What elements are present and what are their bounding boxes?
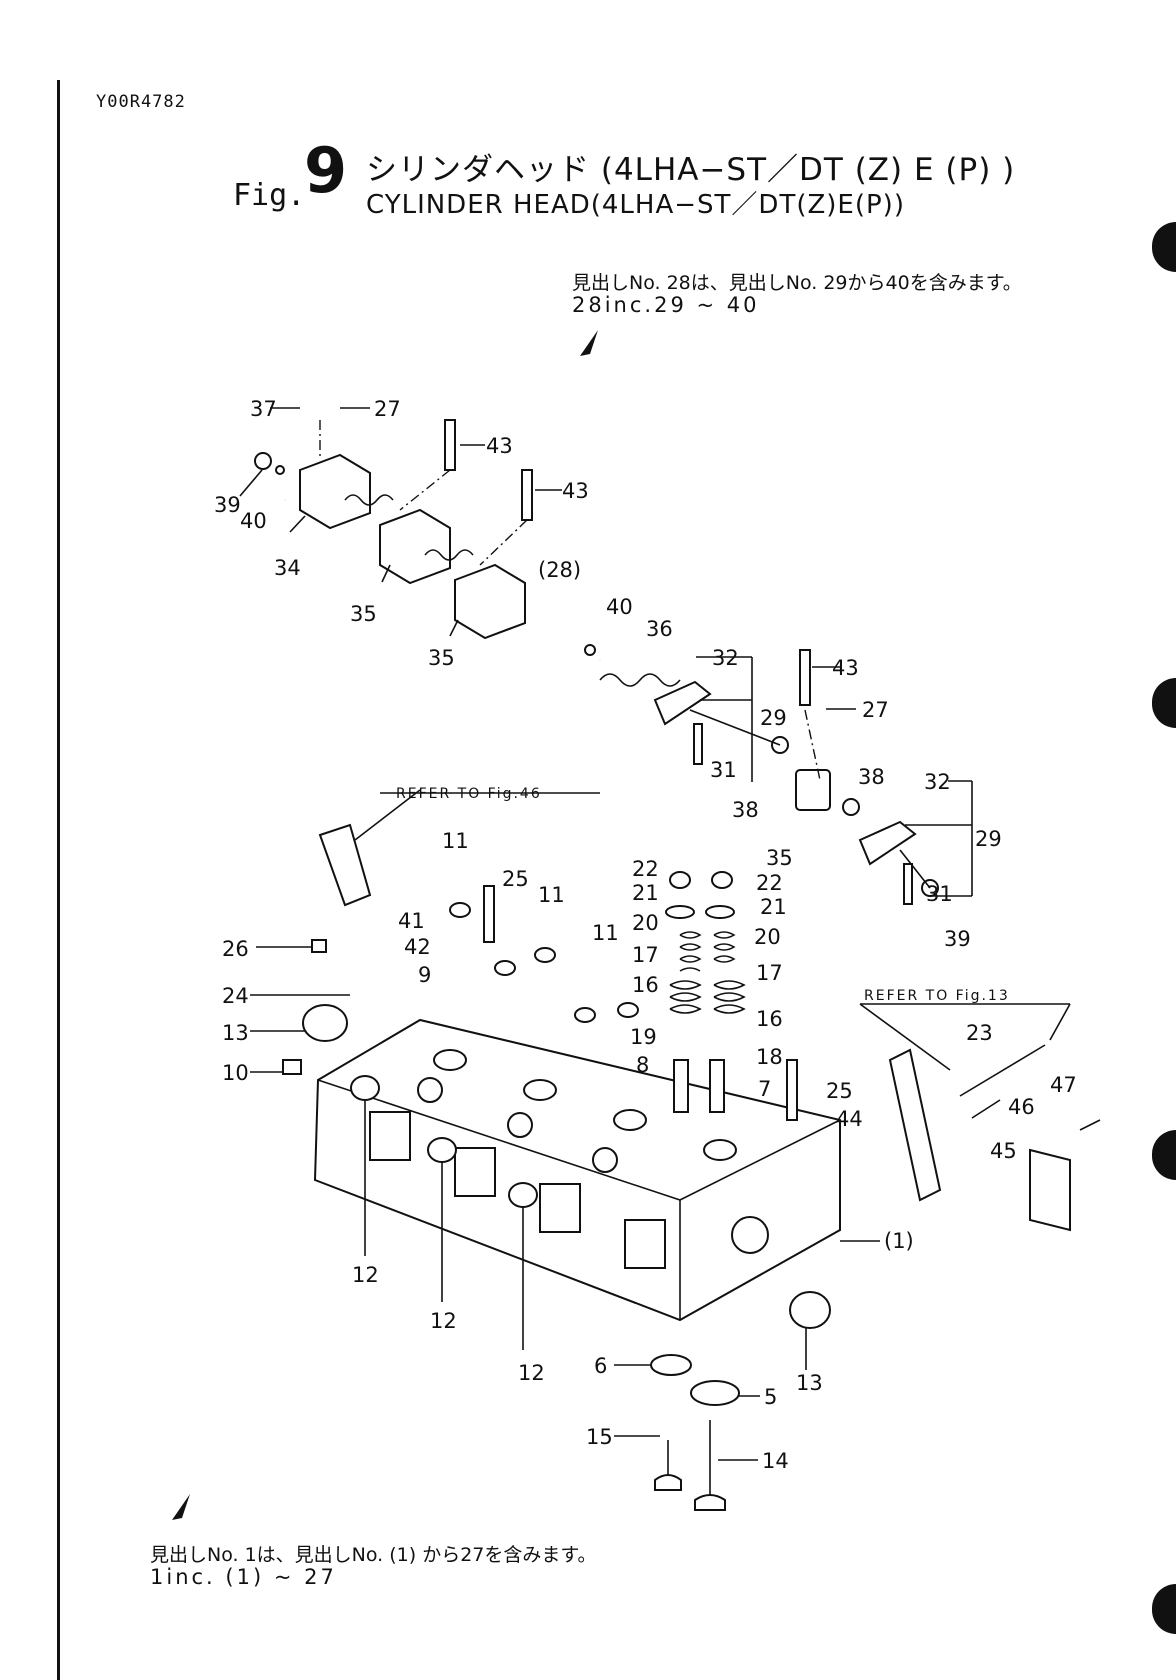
note-top: 見出しNo. 28は、見出しNo. 29から40を含みます。 28inc.29 … [572, 272, 1022, 316]
callout-28: (28) [538, 558, 581, 582]
callout-1: (1) [884, 1229, 914, 1253]
callout-17: 17 [756, 961, 783, 985]
callout-11: 11 [592, 921, 619, 945]
callout-35: 35 [428, 646, 455, 670]
rocker-arm-assembly [254, 419, 939, 905]
fig-number: 9 [304, 134, 348, 207]
callout-41: 41 [398, 909, 425, 933]
callout-11: 11 [442, 829, 469, 853]
note-top-english: 28inc.29 ~ 40 [572, 293, 760, 317]
callout-22: 22 [632, 857, 659, 881]
callout-9: 9 [418, 963, 431, 987]
callout-5: 5 [764, 1385, 777, 1409]
callout-21: 21 [760, 895, 787, 919]
callout-14: 14 [762, 1449, 789, 1473]
callout-36: 36 [646, 617, 673, 641]
refer-fig-46: REFER TO Fig.46 [396, 786, 542, 802]
callout-29: 29 [975, 827, 1002, 851]
note-bottom-english: 1inc. (1) ~ 27 [150, 1565, 337, 1589]
callout-43: 43 [832, 656, 859, 680]
callout-47: 47 [1050, 1073, 1077, 1097]
callout-31: 31 [926, 882, 953, 906]
callout-6: 6 [594, 1354, 607, 1378]
callout-44: 44 [836, 1107, 863, 1131]
margin-line [57, 80, 60, 1680]
document-id: Y00R4782 [96, 92, 186, 112]
callout-42: 42 [404, 935, 431, 959]
callout-40: 40 [606, 595, 633, 619]
callout-16: 16 [632, 973, 659, 997]
callout-37: 37 [250, 397, 277, 421]
callout-26: 26 [222, 937, 249, 961]
callout-35: 35 [350, 602, 377, 626]
note-bottom: 見出しNo. 1は、見出しNo. (1) から27を含みます。 1inc. (1… [150, 1544, 596, 1588]
callout-25: 25 [826, 1079, 853, 1103]
callout-31: 31 [710, 758, 737, 782]
callout-32: 32 [924, 770, 951, 794]
callout-labels: 37 27 43 43 39 40 34 35 35 (28) 40 36 32… [214, 397, 1077, 1473]
arrow-top [580, 330, 598, 356]
callout-38: 38 [858, 765, 885, 789]
fig-word: Fig. [233, 178, 306, 213]
note-bottom-japanese: 見出しNo. 1は、見出しNo. (1) から27を含みます。 [150, 1544, 597, 1566]
callout-27: 27 [862, 698, 889, 722]
callout-46: 46 [1008, 1095, 1035, 1119]
arrow-bottom [172, 1494, 190, 1520]
callout-13: 13 [796, 1371, 823, 1395]
callout-43: 43 [486, 434, 513, 458]
callout-40: 40 [240, 509, 267, 533]
callout-7: 7 [758, 1077, 771, 1101]
callout-21: 21 [632, 881, 659, 905]
injector [318, 789, 421, 907]
cylinder-head-body [313, 1018, 841, 1322]
callout-32: 32 [712, 646, 739, 670]
callout-12: 12 [430, 1309, 457, 1333]
callout-16: 16 [756, 1007, 783, 1031]
callout-39: 39 [944, 927, 971, 951]
callout-22: 22 [756, 871, 783, 895]
callout-18: 18 [756, 1045, 783, 1069]
callout-10: 10 [222, 1061, 249, 1085]
callout-13: 13 [222, 1021, 249, 1045]
callout-17: 17 [632, 943, 659, 967]
callout-15: 15 [586, 1425, 613, 1449]
callout-11: 11 [538, 883, 565, 907]
callout-12: 12 [352, 1263, 379, 1287]
callout-19: 19 [630, 1025, 657, 1049]
callout-24: 24 [222, 984, 249, 1008]
note-top-japanese: 見出しNo. 28は、見出しNo. 29から40を含みます。 [572, 272, 1022, 294]
callout-38: 38 [732, 798, 759, 822]
callout-45: 45 [990, 1139, 1017, 1163]
callout-25: 25 [502, 867, 529, 891]
leader-lines [239, 407, 1071, 1461]
callout-20: 20 [754, 925, 781, 949]
callout-34: 34 [274, 556, 301, 580]
callout-43: 43 [562, 479, 589, 503]
callout-35: 35 [766, 846, 793, 870]
callout-27: 27 [374, 397, 401, 421]
callout-39: 39 [214, 493, 241, 517]
callout-12: 12 [518, 1361, 545, 1385]
refer-fig-13: REFER TO Fig.13 [864, 988, 1010, 1004]
title-english: CYLINDER HEAD(4LHA−ST／DT(Z)E(P)) [366, 190, 905, 220]
callout-23: 23 [966, 1021, 993, 1045]
callout-8: 8 [636, 1053, 649, 1077]
callout-29: 29 [760, 706, 787, 730]
title-japanese: シリンダヘッド (4LHA−ST／DT (Z) E (P) ) [366, 152, 1016, 188]
callout-20: 20 [632, 911, 659, 935]
